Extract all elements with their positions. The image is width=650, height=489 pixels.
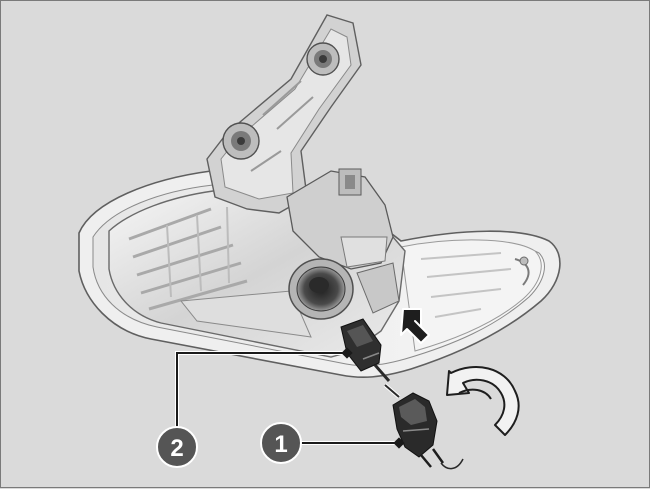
callout-1-label: 1 [274, 431, 287, 458]
lens-right-section [400, 239, 542, 352]
bracket-bolt-upper [306, 42, 340, 76]
callout-1: 1 [260, 422, 302, 464]
mounting-bracket [206, 14, 362, 214]
bracket-bolt-lower [222, 122, 260, 160]
twist-arrow-icon [446, 366, 520, 436]
push-arrow-icon [400, 308, 430, 344]
bulb-socket-installed [340, 318, 391, 382]
socket-opening [288, 258, 354, 320]
callout-2: 2 [156, 426, 198, 468]
leader-line-2 [175, 347, 353, 427]
bulb-socket-removed [383, 383, 464, 470]
leader-line-1 [301, 437, 405, 449]
callout-2-label: 2 [170, 435, 183, 462]
housing-center-block [286, 168, 400, 314]
